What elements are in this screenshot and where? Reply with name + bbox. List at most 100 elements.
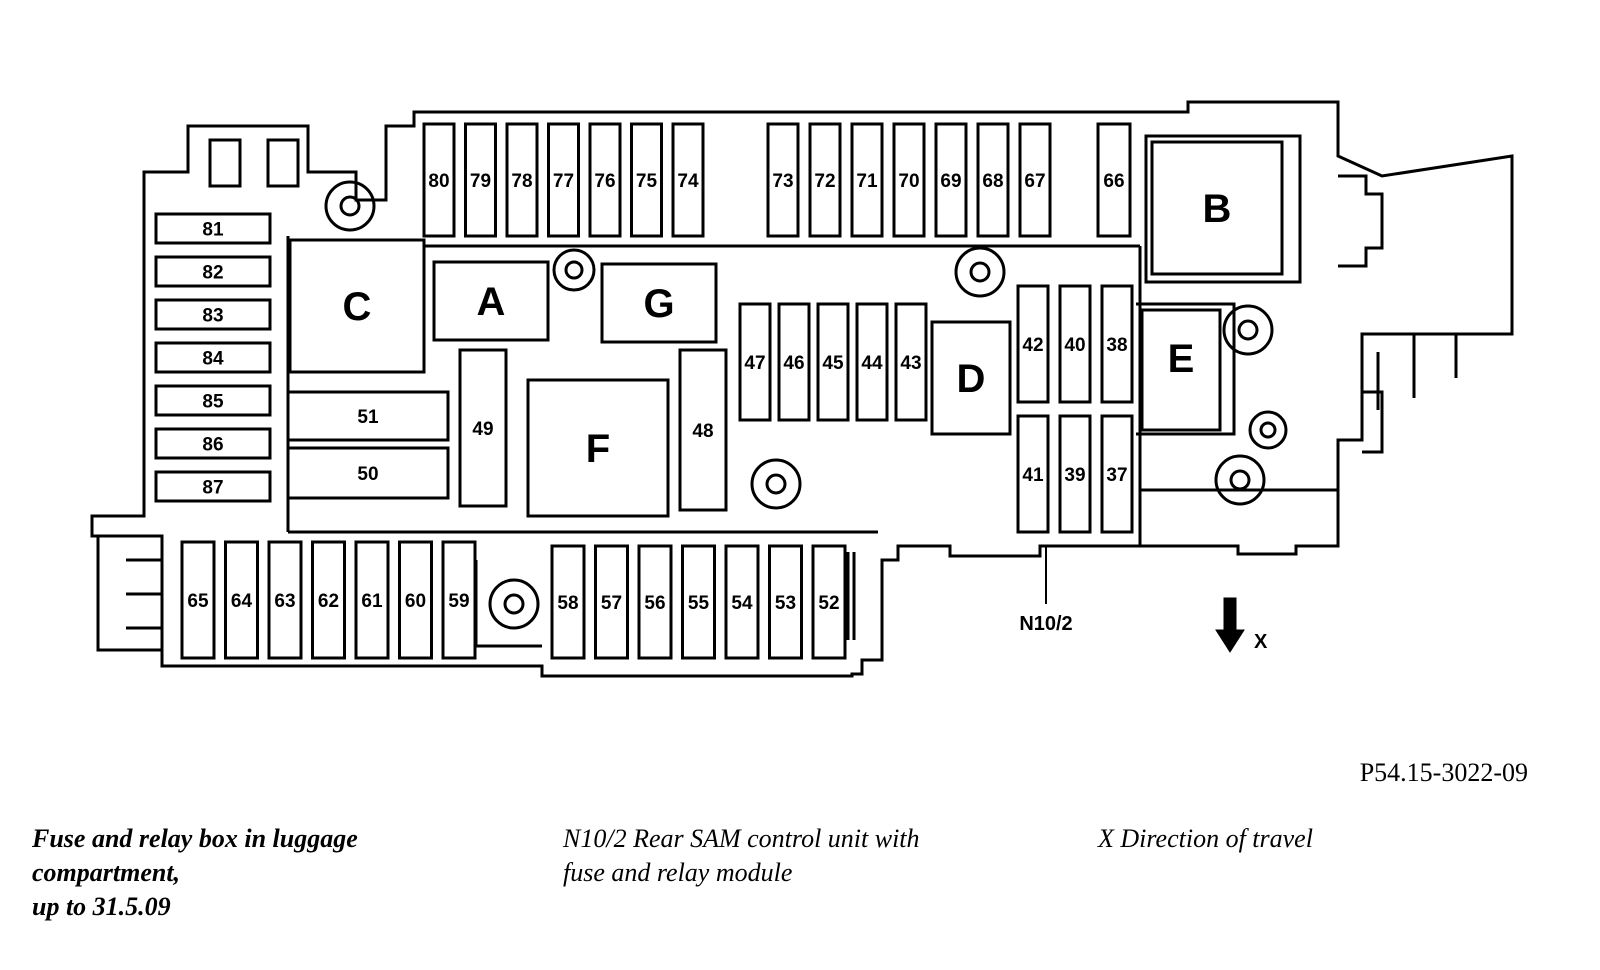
fuse-40: 40	[1058, 284, 1092, 404]
bolt-icon-right-middle	[1248, 410, 1288, 450]
fuse-body	[398, 540, 433, 660]
fuse-body	[1100, 284, 1134, 404]
relay-d: D	[930, 320, 1012, 436]
fuse-body	[894, 302, 928, 422]
fuse-body	[934, 122, 968, 238]
fuse-59: 59	[441, 540, 477, 660]
fuse-label: 69	[940, 171, 961, 192]
fuse-label: 55	[688, 593, 710, 614]
fuse-body	[154, 427, 272, 460]
fuse-body	[630, 122, 663, 238]
caption-n10-2-line-1: N10/2 Rear SAM control unit with	[563, 824, 920, 853]
left-bottom-tabs	[96, 536, 162, 652]
fuse-71: 71	[850, 122, 884, 238]
fuse-label: 50	[357, 464, 378, 485]
relay-body	[288, 238, 426, 374]
fuse-body	[637, 544, 673, 660]
fuse-68: 68	[976, 122, 1010, 238]
bolt-icon-right-lower	[1214, 454, 1266, 506]
fuse-body	[976, 122, 1010, 238]
relay-label: G	[643, 282, 674, 326]
fuse-44: 44	[855, 302, 889, 422]
caption-n10-2-line-2: fuse and relay module	[563, 858, 793, 887]
fuse-42: 42	[1016, 284, 1050, 404]
fuse-66: 66	[1096, 122, 1132, 238]
fuse-74: 74	[671, 122, 705, 238]
relay-body	[1140, 308, 1222, 432]
fuse-body	[588, 122, 622, 238]
fuse-body	[1058, 284, 1092, 404]
fuse-label: 74	[677, 171, 699, 192]
relay-body	[600, 262, 718, 344]
fuse-label: 84	[202, 349, 224, 370]
housing-outline	[90, 100, 1514, 678]
fuse-49: 49	[458, 348, 508, 508]
fuse-label: 59	[448, 591, 469, 612]
fuse-67: 67	[1018, 122, 1052, 238]
fuse-label: 38	[1106, 335, 1127, 356]
fuse-body	[464, 122, 497, 238]
fuse-body	[1058, 414, 1092, 534]
fuse-51: 51	[286, 390, 450, 442]
fuse-label: 49	[472, 419, 493, 440]
fuse-body	[180, 540, 216, 660]
fuse-label: 48	[692, 421, 713, 442]
fuse-82: 82	[154, 255, 272, 288]
caption-title: Fuse and relay box in luggage compartmen…	[32, 822, 502, 924]
fuse-73: 73	[766, 122, 800, 238]
relay-e: E	[1140, 308, 1222, 432]
fuse-label: 87	[202, 478, 223, 499]
fuse-body	[766, 122, 800, 238]
connector-right-ribs	[1376, 334, 1458, 410]
fuse-label: 73	[772, 171, 793, 192]
relay-body	[432, 260, 550, 342]
relay-body	[1150, 140, 1284, 276]
fuse-body	[311, 540, 346, 660]
fuse-label: 70	[898, 171, 919, 192]
fuse-label: 42	[1022, 335, 1043, 356]
fuse-body	[816, 302, 850, 422]
fuse-label: 46	[783, 353, 804, 374]
n10-2-callout: N10/2	[1019, 613, 1072, 635]
fuse-body	[154, 298, 272, 331]
fuse-80: 80	[422, 122, 456, 238]
fuse-body	[1016, 284, 1050, 404]
left-tab-top	[208, 138, 300, 188]
direction-arrow-icon	[1215, 597, 1245, 653]
fuse-body	[808, 122, 842, 238]
fuse-label: 67	[1024, 171, 1045, 192]
fuse-label: 37	[1106, 465, 1127, 486]
fuse-body	[678, 348, 728, 512]
fuse-label: 82	[202, 263, 223, 284]
fuse-47: 47	[738, 302, 772, 422]
fuse-label: 61	[361, 591, 383, 612]
fuse-label: 86	[202, 435, 223, 456]
fuse-body	[547, 122, 580, 238]
fuse-78: 78	[505, 122, 539, 238]
bottom-bracket	[846, 552, 856, 640]
fuse-53: 53	[768, 544, 803, 660]
fuse-label: 81	[202, 220, 224, 241]
fuse-body	[724, 544, 760, 660]
fuse-body	[154, 212, 272, 245]
fuse-48: 48	[678, 348, 728, 512]
fuse-body	[594, 544, 629, 660]
fuse-79: 79	[464, 122, 497, 238]
fuse-label: 83	[202, 306, 223, 327]
relay-label: B	[1203, 187, 1232, 231]
fuse-body	[550, 544, 586, 660]
relay-a: A	[432, 260, 550, 342]
fuse-body	[738, 302, 772, 422]
fuse-39: 39	[1058, 414, 1092, 534]
fuse-84: 84	[154, 341, 272, 374]
fuse-46: 46	[777, 302, 811, 422]
fuse-body	[892, 122, 926, 238]
fuse-label: 66	[1103, 171, 1124, 192]
fuse-body	[154, 255, 272, 288]
fuse-43: 43	[894, 302, 928, 422]
fuse-label: 72	[814, 171, 835, 192]
fuse-65: 65	[180, 540, 216, 660]
caption-n10-2: N10/2 Rear SAM control unit with fuse an…	[563, 822, 1023, 890]
fuse-body	[441, 540, 477, 660]
